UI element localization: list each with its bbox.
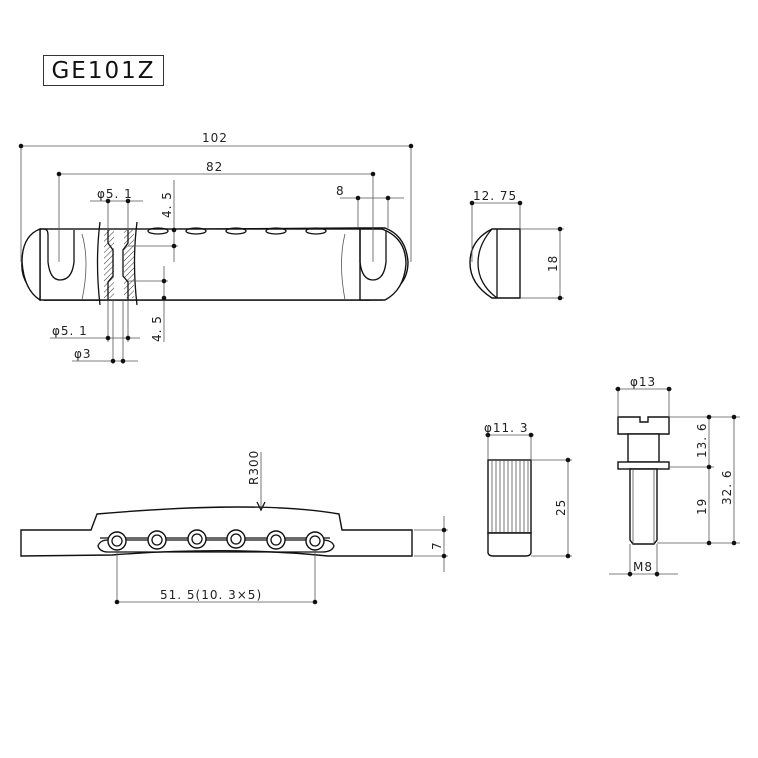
dim-front-height: 7 (430, 541, 444, 550)
tailpiece-end-view (469, 200, 564, 301)
dim-stud-thread-length: 19 (695, 498, 709, 515)
string-holes (107, 529, 325, 551)
dim-end-height: 18 (546, 255, 560, 272)
dim-stud-spacing: 82 (206, 160, 223, 174)
dim-end-depth: 12. 75 (473, 189, 517, 203)
dim-stud-thread: M8 (633, 560, 653, 574)
dim-anchor-diameter: φ11. 3 (484, 421, 528, 435)
tailpiece-front-view (20, 452, 448, 605)
dim-through-hole: φ3 (74, 347, 92, 361)
dim-bore-diameter-top: φ5. 1 (97, 187, 133, 201)
dim-bore-depth-bottom: 4. 5 (150, 315, 164, 342)
dim-radius: R300 (247, 450, 261, 485)
dim-bore-diameter-bottom: φ5. 1 (52, 324, 88, 338)
stud-drawing (609, 386, 740, 577)
dim-stud-total-length: 32. 6 (720, 469, 734, 505)
anchor-drawing (485, 432, 572, 559)
dim-slot-width: 8 (336, 184, 345, 198)
dim-stud-head-diameter: φ13 (630, 375, 656, 389)
top-view-dimensions (18, 143, 414, 364)
dim-string-spacing: 51. 5(10. 3×5) (160, 588, 262, 602)
dim-overall-width: 102 (202, 131, 228, 145)
dim-bore-depth-top: 4. 5 (160, 191, 174, 218)
model-title: GE101Z (43, 55, 164, 86)
dim-anchor-length: 25 (554, 499, 568, 516)
dim-stud-head-length: 13. 6 (695, 422, 709, 458)
tailpiece-top-view (21, 221, 409, 306)
